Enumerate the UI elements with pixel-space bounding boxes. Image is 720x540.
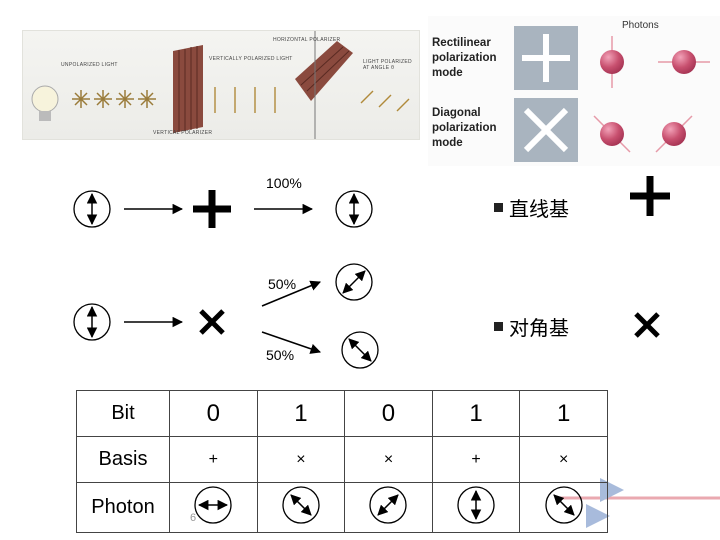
diagonal-cross-icon <box>523 107 569 153</box>
bit-cell: 1 <box>431 390 521 437</box>
photo-label-unpolarized: UNPOLARIZED LIGHT <box>61 62 118 68</box>
row-header-bit: Bit <box>76 390 170 437</box>
photon-source-vertical-1 <box>73 190 111 228</box>
photon-result-vertical <box>335 190 373 228</box>
percent-label-100: 100% <box>266 175 302 191</box>
polarizer-photo: UNPOLARIZED LIGHT VERTICALLY POLARIZED L… <box>22 30 420 140</box>
photon-diagonal-up-icon <box>369 486 408 524</box>
diagonal-basis-text: 对角基 <box>509 318 569 340</box>
photon-result-diagonal-down <box>341 331 379 369</box>
basis-cell: + <box>431 436 521 483</box>
table-row-photon: Photon <box>76 482 608 533</box>
photon-diagonal-down-icon <box>545 486 583 524</box>
photons-title: Photons <box>622 20 659 31</box>
bit-cell: 1 <box>519 390 608 437</box>
polarization-modes-panel: Rectilinear polarization mode Diagonal p… <box>428 16 720 166</box>
basis-cell: + <box>169 436 258 483</box>
photon-horizontal <box>672 50 696 74</box>
arrow-50-percent-down <box>261 331 321 354</box>
photo-label-vertical-polarizer: VERTICAL POLARIZER <box>153 130 213 136</box>
diagonal-mode-label: Diagonal polarization mode <box>432 107 497 149</box>
bit-cell: 0 <box>169 390 258 437</box>
photon-result-diagonal-up <box>335 263 373 301</box>
percent-label-50-top: 50% <box>268 276 297 292</box>
photo-label-angle-light: LIGHT POLARIZED AT ANGLE θ <box>363 59 412 71</box>
rectilinear-filter-icon <box>193 190 231 228</box>
bit-basis-photon-table: Bit 0 1 0 1 1 Basis + × × + × Photon <box>76 390 608 533</box>
photon-diagonal-up <box>662 122 686 146</box>
rectilinear-basis-label: 直线基 <box>494 193 569 222</box>
table-row-bit: Bit 0 1 0 1 1 <box>76 390 608 437</box>
percent-label-50-bottom: 50% <box>266 347 295 363</box>
bit-cell: 0 <box>344 390 433 437</box>
diagonal-basis-label: 对角基 <box>494 312 569 341</box>
photon-diagonal-down <box>600 122 624 146</box>
page-number: 6 <box>190 512 197 524</box>
bullet-icon <box>494 322 503 331</box>
photo-label-horizontal-polarizer: HORIZONTAL POLARIZER <box>273 37 341 43</box>
table-row-basis: Basis + × × + × <box>76 436 608 483</box>
arrow-50-percent-up <box>261 280 321 307</box>
photon-cell <box>344 482 433 533</box>
photon-source-vertical-2 <box>73 303 111 341</box>
rectilinear-basis-text: 直线基 <box>509 199 569 221</box>
diagonal-filter-icon <box>199 309 225 335</box>
photon-horizontal-icon <box>194 486 232 524</box>
rectilinear-mode-label: Rectilinear polarization mode <box>432 37 497 79</box>
basis-cell: × <box>256 436 346 483</box>
basis-cell: × <box>519 436 608 483</box>
rectilinear-plus-icon <box>522 34 570 82</box>
row-header-photon: Photon <box>76 482 170 533</box>
diagonal-basis-icon <box>634 312 660 338</box>
photon-cell <box>519 482 608 533</box>
photon-diagonal-down-icon <box>282 486 320 524</box>
photon-vertical-icon <box>457 486 495 524</box>
row-header-basis: Basis <box>76 436 170 483</box>
photo-label-vertical-light: VERTICALLY POLARIZED LIGHT <box>209 56 293 62</box>
bit-cell: 1 <box>256 390 346 437</box>
rectilinear-basis-icon <box>630 176 670 216</box>
polarizer-illustration <box>31 31 410 139</box>
rectilinear-mode-box <box>514 26 578 90</box>
bullet-icon <box>494 203 503 212</box>
diagonal-mode-box <box>514 98 578 162</box>
basis-cell: × <box>344 436 433 483</box>
photon-cell <box>169 482 258 533</box>
photon-cell <box>431 482 521 533</box>
photon-vertical <box>600 50 624 74</box>
photon-cell <box>256 482 346 533</box>
